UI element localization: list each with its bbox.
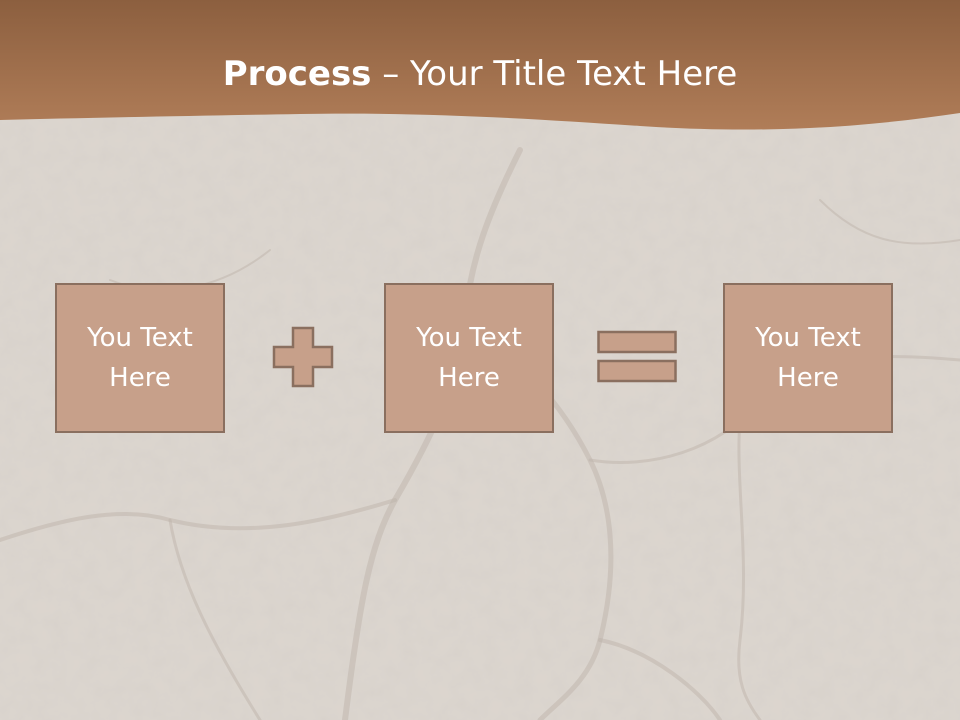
process-box-2-text: You Text Here (399, 318, 539, 398)
process-box-1-text: You Text Here (70, 318, 210, 398)
process-box-3-line2: Here (777, 363, 839, 393)
process-box-3-text: You Text Here (738, 318, 878, 398)
equals-icon (597, 330, 677, 383)
process-box-1-line2: Here (109, 363, 171, 393)
process-box-1-line1: You Text (87, 323, 193, 353)
process-box-3-line1: You Text (755, 323, 861, 353)
title-bold-text: Process (222, 54, 372, 94)
process-box-2-line1: You Text (416, 323, 522, 353)
process-box-2[interactable]: You Text Here (384, 283, 554, 433)
plus-icon (272, 326, 334, 388)
process-box-3[interactable]: You Text Here (723, 283, 893, 433)
slide-title: Process – Your Title Text Here (0, 52, 960, 96)
process-box-1[interactable]: You Text Here (55, 283, 225, 433)
title-rest-text: – Your Title Text Here (371, 54, 738, 94)
header-band (0, 0, 960, 130)
process-box-2-line2: Here (438, 363, 500, 393)
